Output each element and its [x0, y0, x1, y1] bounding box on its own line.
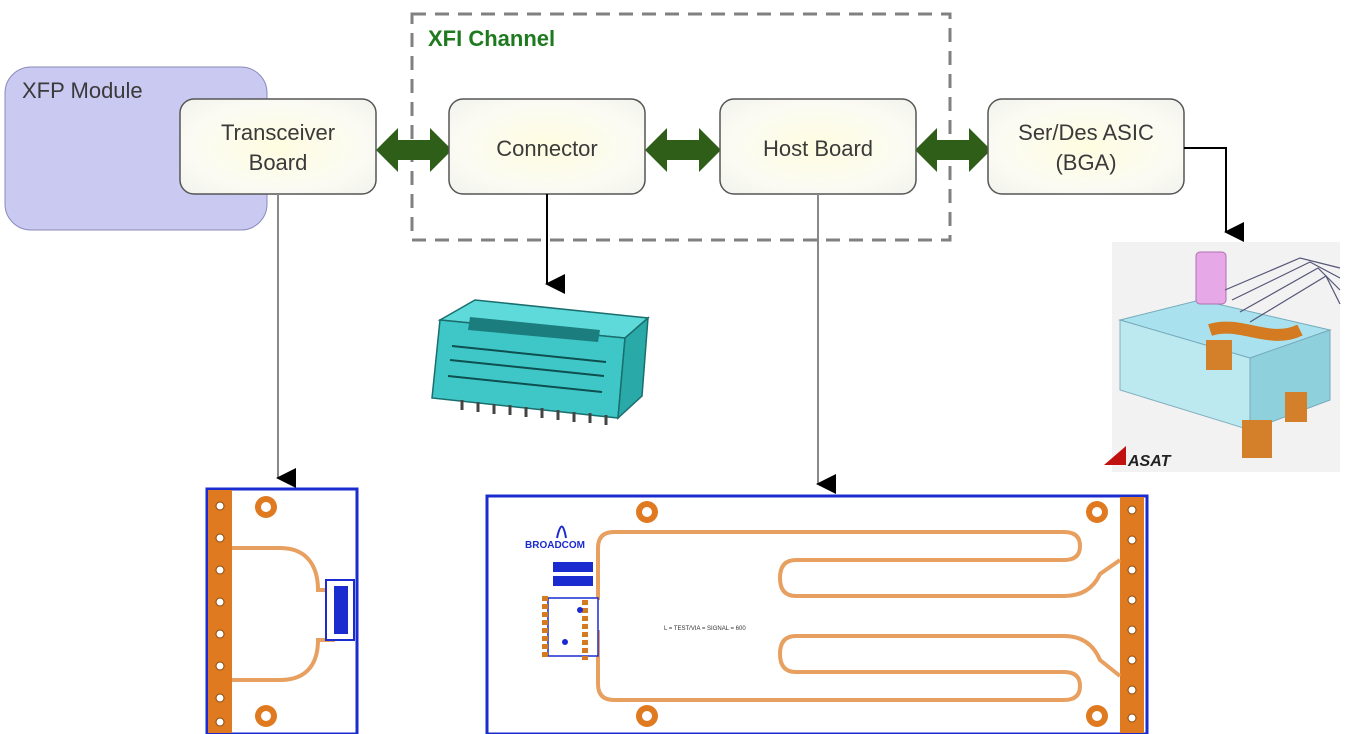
xfp-module-label: XFP Module	[22, 78, 143, 103]
xfi-channel-box	[410, 12, 952, 242]
host-board-label: Host Board	[763, 136, 873, 161]
double-arrow-connector-host	[645, 128, 721, 172]
connector-block: Connector	[448, 98, 646, 195]
asat-logo: ASAT	[1127, 453, 1172, 470]
pointer-serdes-to-bga	[1184, 147, 1244, 242]
serdes-asic-block: Ser/Des ASIC (BGA)	[987, 98, 1185, 195]
bga-package-illustration: ASAT	[1104, 242, 1341, 472]
connector-label: Connector	[496, 136, 598, 161]
serdes-label-line1: Ser/Des ASIC	[1018, 120, 1154, 145]
host-board-note: L = TEST/VIA = SIGNAL = 600	[664, 626, 746, 632]
double-arrow-transceiver-connector	[376, 128, 452, 172]
broadcom-logo: BROADCOM	[525, 540, 585, 551]
xfi-channel-label: XFI Channel	[428, 26, 555, 51]
connector-illustration	[431, 299, 650, 425]
host-board-block: Host Board	[719, 98, 917, 195]
transceiver-pcb	[205, 487, 359, 734]
host-board-pcb: BROADCOM L = TEST/VIA = SIGNAL = 600	[485, 494, 1149, 734]
transceiver-board-block: Transceiver Board	[179, 98, 377, 195]
transceiver-label-line1: Transceiver	[221, 120, 335, 145]
serdes-label-line2: (BGA)	[1055, 150, 1116, 175]
double-arrow-host-serdes	[915, 128, 991, 172]
transceiver-label-line2: Board	[249, 150, 308, 175]
